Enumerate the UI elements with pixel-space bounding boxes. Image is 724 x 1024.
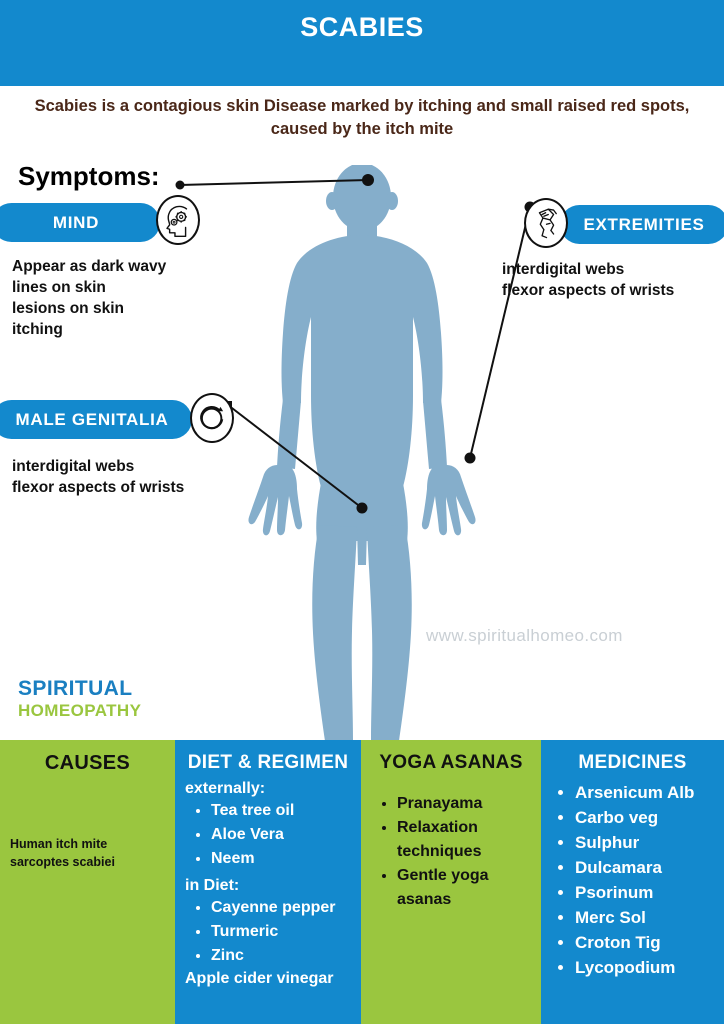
symptom-pill-male-genitalia[interactable]: MALE GENITALIA [0, 400, 192, 439]
list-item: Cayenne pepper [211, 896, 351, 920]
panel-medicines: MEDICINES Arsenicum Alb Carbo veg Sulphu… [541, 740, 724, 1024]
brand-logo-line2: HOMEOPATHY [18, 701, 142, 720]
bottom-panels: CAUSES Human itch mite sarcoptes scabiei… [0, 740, 724, 1024]
list-item: Neem [211, 847, 351, 871]
symptom-note-extremities: interdigital webs flexor aspects of wris… [502, 259, 720, 301]
diet-tail-line: Apple cider vinegar [185, 970, 334, 987]
list-item: Pranayama [397, 792, 531, 816]
list-item: Sulphur [575, 830, 714, 855]
note-line: itching [12, 321, 63, 338]
medicines-list: Arsenicum Alb Carbo veg Sulphur Dulcamar… [551, 780, 714, 980]
male-symbol-icon [190, 393, 234, 443]
panel-medicines-title: MEDICINES [578, 752, 687, 773]
list-item: Carbo veg [575, 805, 714, 830]
symptom-pill-extremities[interactable]: EXTREMITIES [560, 205, 724, 244]
list-item: Aloe Vera [211, 823, 351, 847]
note-line: flexor aspects of wrists [12, 479, 185, 496]
list-item: Gentle yoga asanas [397, 864, 531, 912]
list-item: Zinc [211, 944, 351, 968]
symptom-note-mind: Appear as dark wavy lines on skin lesion… [12, 256, 227, 340]
symptom-pill-extremities-label: EXTREMITIES [583, 214, 705, 234]
symptom-note-male-genitalia: interdigital webs flexor aspects of wris… [12, 456, 242, 498]
list-item: Tea tree oil [211, 799, 351, 823]
list-item: Croton Tig [575, 930, 714, 955]
list-item: Relaxation techniques [397, 816, 531, 864]
list-item: Dulcamara [575, 855, 714, 880]
note-line: lesions on skin [12, 300, 124, 317]
panel-yoga-asanas: YOGA ASANAS Pranayama Relaxation techniq… [361, 740, 541, 1024]
header-band [0, 0, 724, 86]
page-title: SCABIES [300, 12, 424, 42]
list-item: Psorinum [575, 880, 714, 905]
symptom-pill-male-genitalia-label: MALE GENITALIA [15, 409, 169, 429]
diet-external-list: Tea tree oil Aloe Vera Neem [185, 799, 351, 871]
symptom-pill-mind-label: MIND [52, 212, 100, 232]
causes-line: sarcoptes scabiei [10, 855, 115, 869]
panel-causes-body: Human itch mite sarcoptes scabiei [10, 835, 165, 871]
diet-subhead-externally: externally: [185, 780, 266, 797]
panel-diet-regimen: DIET & REGIMEN externally: Tea tree oil … [175, 740, 361, 1024]
yoga-list: Pranayama Relaxation techniques Gentle y… [371, 792, 531, 912]
note-line: Appear as dark wavy [12, 258, 167, 275]
list-item: Arsenicum Alb [575, 780, 714, 805]
head-gears-icon [156, 195, 200, 245]
diet-indiet-list: Cayenne pepper Turmeric Zinc [185, 896, 351, 968]
body-silhouette [248, 165, 476, 741]
note-line: interdigital webs [12, 458, 135, 475]
watermark: www.spiritualhomeo.com [426, 626, 623, 645]
note-line: interdigital webs [502, 261, 625, 278]
symptoms-heading: Symptoms: [18, 161, 160, 191]
list-item: Turmeric [211, 920, 351, 944]
note-line: lines on skin [12, 279, 106, 296]
panel-yoga-title: YOGA ASANAS [379, 752, 523, 773]
brand-logo: SPIRITUAL HOMEOPATHY [18, 678, 141, 722]
panel-diet-title: DIET & REGIMEN [187, 752, 349, 773]
brand-logo-line1: SPIRITUAL [18, 677, 133, 700]
symptom-pill-mind[interactable]: MIND [0, 203, 160, 242]
panel-causes: CAUSES Human itch mite sarcoptes scabiei [0, 740, 175, 1024]
diet-subhead-indiet: in Diet: [185, 877, 240, 894]
intro-text: Scabies is a contagious skin Disease mar… [34, 97, 690, 138]
hand-limb-icon [524, 198, 568, 248]
note-line: flexor aspects of wrists [502, 282, 675, 299]
list-item: Lycopodium [575, 955, 714, 980]
panel-causes-title: CAUSES [44, 752, 131, 774]
list-item: Merc Sol [575, 905, 714, 930]
causes-line: Human itch mite [10, 837, 108, 851]
